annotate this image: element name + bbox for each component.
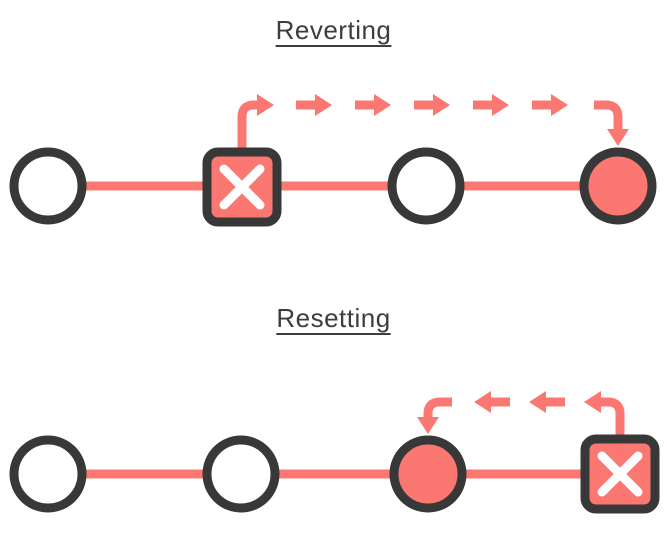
reset-jump-arrow bbox=[417, 391, 625, 439]
dash-arrow-head bbox=[315, 94, 332, 116]
dash-arrow-head bbox=[492, 94, 509, 116]
x-icon bbox=[219, 164, 265, 210]
arrow-head-left bbox=[584, 391, 601, 413]
reverting-section-title: Reverting bbox=[275, 15, 392, 45]
revert-commit-node bbox=[579, 147, 657, 225]
arrow-head-down bbox=[607, 129, 629, 146]
commit-node bbox=[9, 147, 87, 225]
arrow-elbow-left-down bbox=[423, 397, 452, 417]
arrow-elbow-up-left bbox=[601, 397, 625, 439]
reverting-diagram bbox=[9, 94, 657, 227]
x-icon bbox=[597, 451, 643, 497]
resetting-diagram bbox=[9, 391, 660, 514]
arrow-head-down bbox=[417, 417, 439, 434]
resetting-section-title: Resetting bbox=[276, 303, 391, 333]
dash-arrow-head bbox=[551, 94, 568, 116]
arrow-head-right bbox=[257, 94, 274, 116]
reset-target-commit-node bbox=[389, 435, 467, 513]
dash-arrow-head bbox=[474, 391, 491, 413]
crossed-out-commit-node bbox=[580, 434, 660, 514]
dash-arrow-head bbox=[374, 94, 391, 116]
dash-arrow-head bbox=[529, 391, 546, 413]
commit-node bbox=[387, 147, 465, 225]
commit-node bbox=[202, 435, 280, 513]
arrow-elbow-up-right bbox=[237, 100, 257, 150]
revert-jump-arrow bbox=[237, 94, 629, 150]
arrow-elbow-right-down bbox=[594, 100, 623, 129]
dash-arrow-head bbox=[433, 94, 450, 116]
crossed-out-commit-node bbox=[202, 147, 282, 227]
commit-node bbox=[9, 435, 87, 513]
